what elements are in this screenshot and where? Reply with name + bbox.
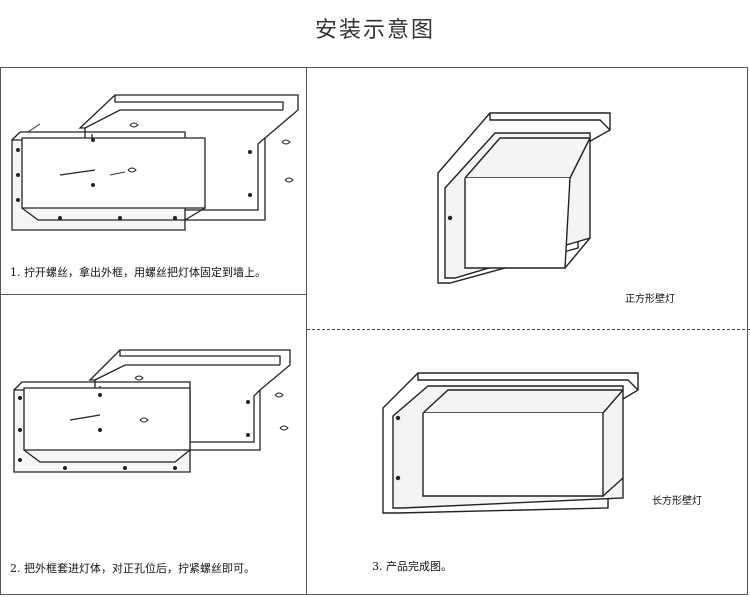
rect-lamp-illustration bbox=[382, 372, 639, 514]
rect-lamp-label: 长方形壁灯 bbox=[652, 496, 702, 507]
vertical-divider bbox=[306, 67, 307, 595]
diagram-title: 安装示意图 bbox=[314, 18, 435, 43]
hole-1 bbox=[16, 148, 20, 152]
screw-icon bbox=[129, 122, 139, 128]
step2-caption: 2. 把外框套进灯体，对正孔位后，拧紧螺丝即可。 bbox=[10, 562, 255, 575]
outer-frame bbox=[0, 67, 748, 595]
left-horizontal-divider bbox=[0, 294, 307, 295]
right-dashed-divider bbox=[307, 329, 750, 330]
step2-illustration bbox=[13, 349, 291, 473]
step1-caption: 1. 拧开螺丝，拿出外框，用螺丝把灯体固定到墙上。 bbox=[10, 266, 266, 279]
square-lamp-illustration bbox=[437, 112, 611, 284]
step1-illustration bbox=[11, 94, 299, 231]
square-lamp-label: 正方形壁灯 bbox=[625, 294, 675, 305]
step3-caption: 3. 产品完成图。 bbox=[372, 560, 452, 573]
